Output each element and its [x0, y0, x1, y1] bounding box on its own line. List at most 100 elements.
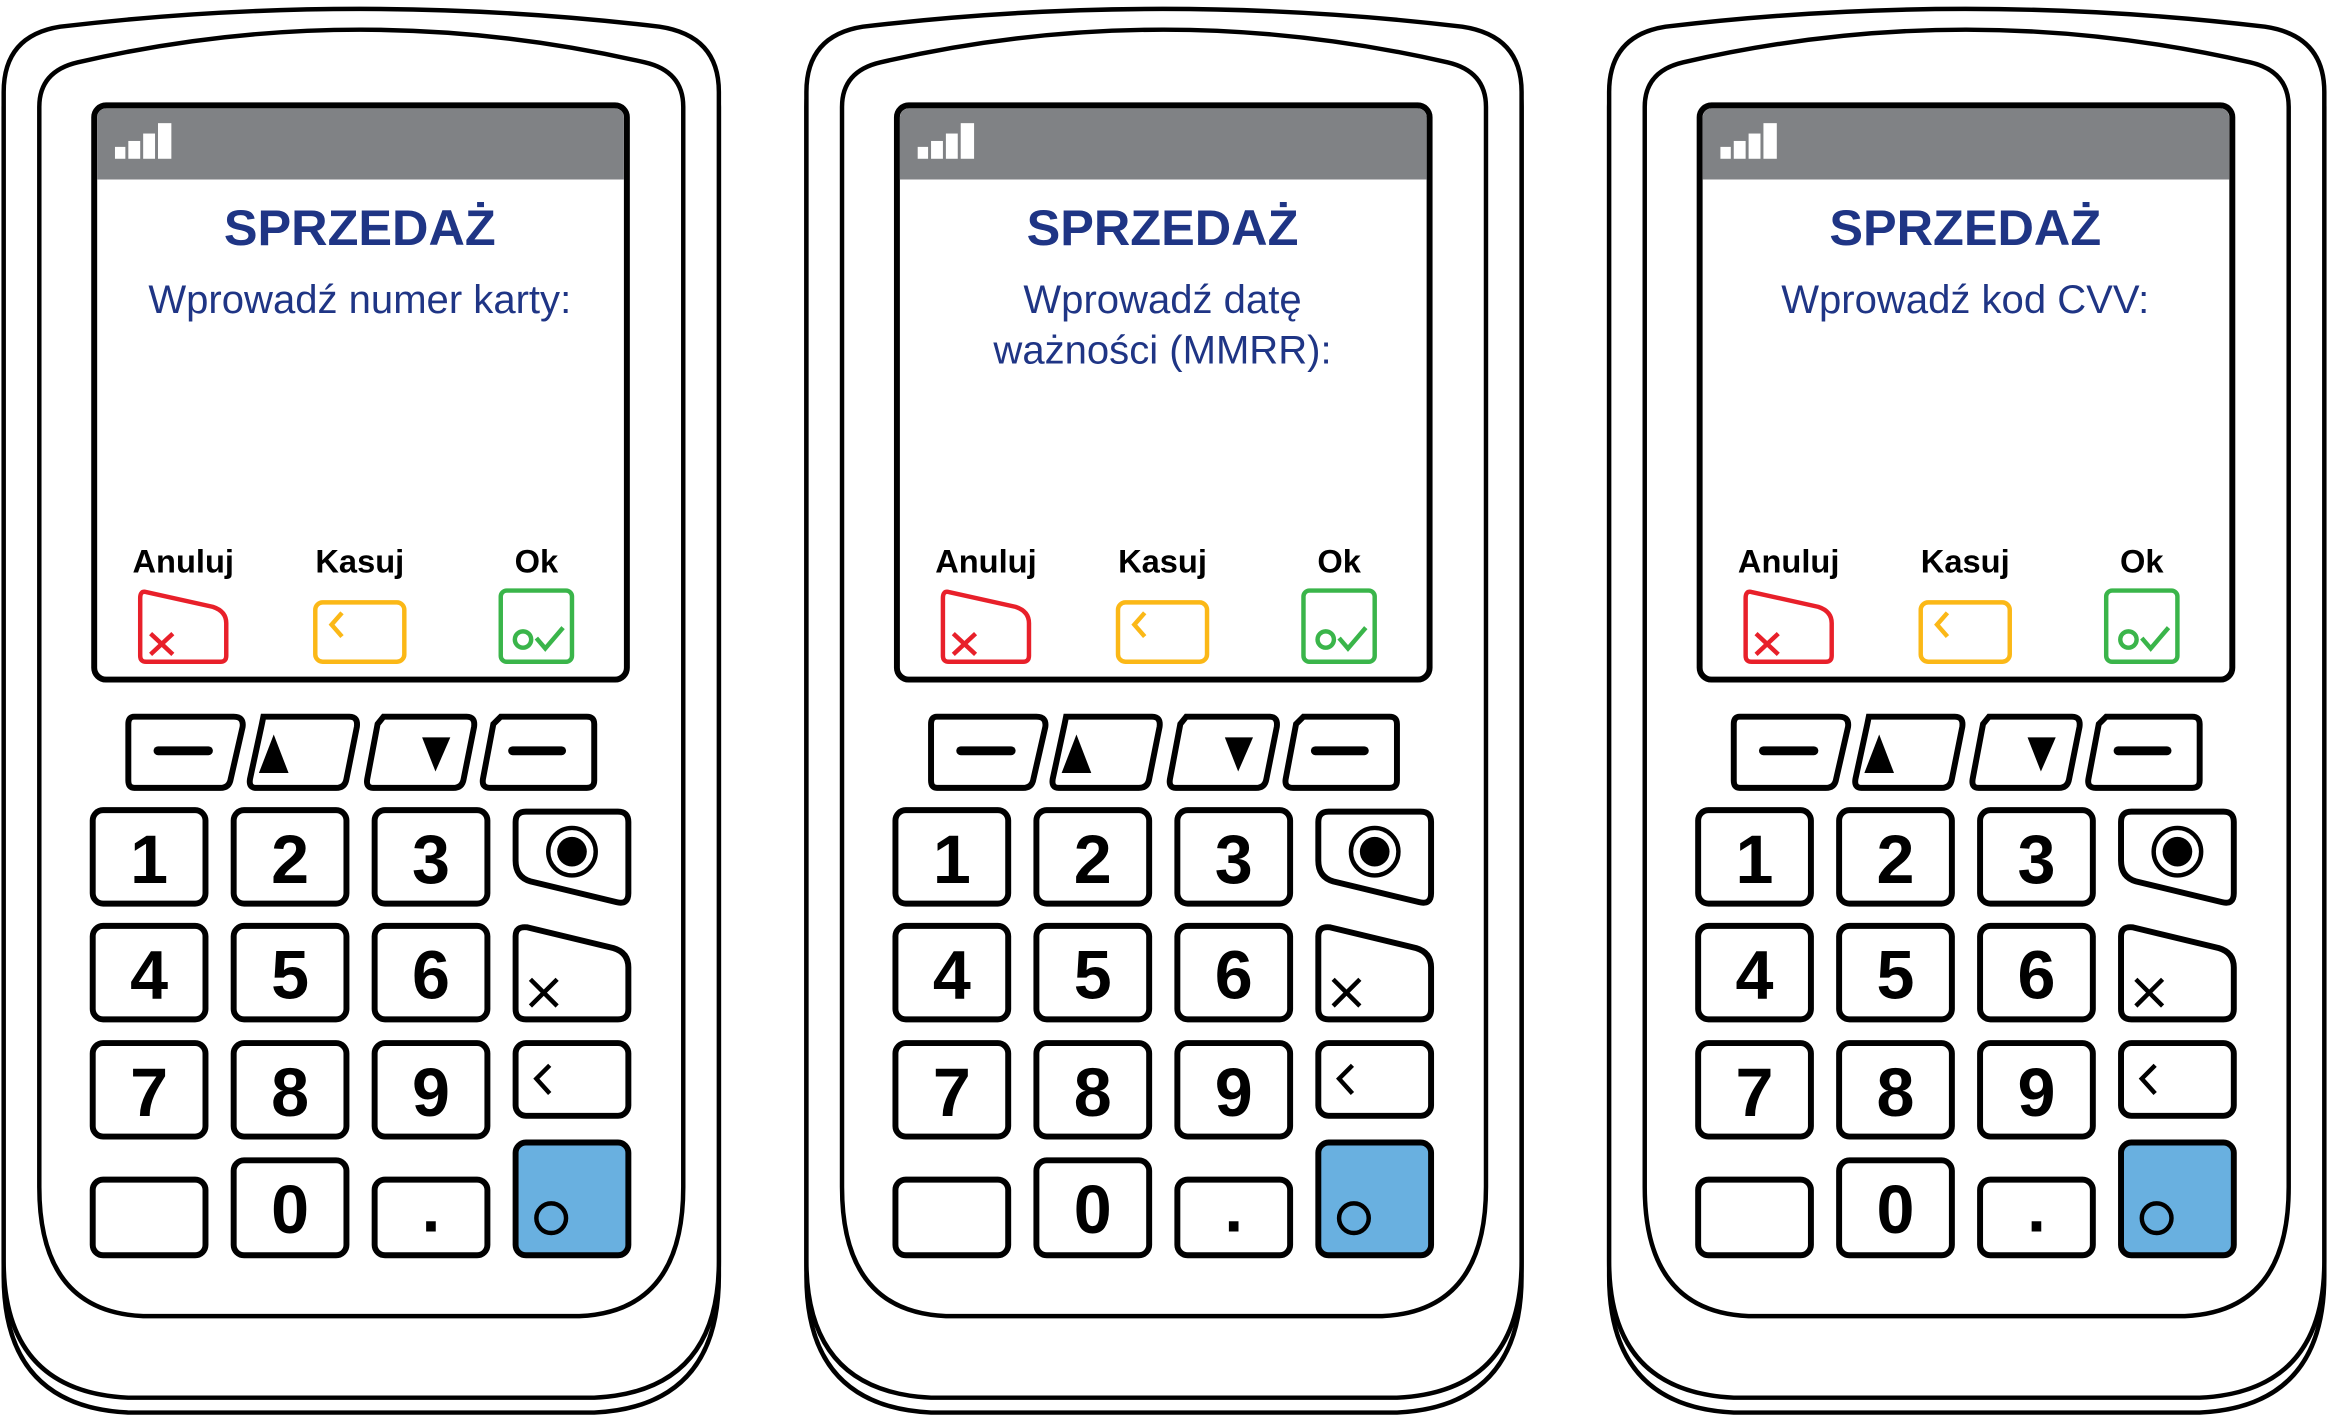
key-label: 9	[1215, 1055, 1253, 1131]
softkey-label-ok: Ok	[1317, 543, 1361, 580]
key-label: 3	[2017, 822, 2055, 898]
key-label: 7	[933, 1055, 971, 1131]
up-key[interactable]	[1852, 713, 1966, 791]
enter-key[interactable]	[512, 1139, 632, 1259]
key-8[interactable]: 8	[1033, 1040, 1153, 1140]
key-label: .	[422, 1171, 441, 1247]
key-dot[interactable]: .	[1977, 1171, 2096, 1259]
key-label: 6	[1215, 938, 1253, 1014]
up-key[interactable]	[246, 713, 361, 791]
screen-prompt: ważności (MMRR):	[992, 329, 1331, 373]
key-9[interactable]: 9	[371, 1040, 491, 1140]
left-function-key[interactable]	[928, 713, 1049, 791]
blank-key[interactable]	[89, 1176, 209, 1259]
key-3[interactable]: 3	[371, 807, 491, 907]
screen-title: SPRZEDAŻ	[224, 199, 496, 256]
down-key[interactable]	[364, 713, 478, 791]
record-icon	[546, 825, 598, 878]
key-label: 3	[412, 822, 450, 898]
key-1[interactable]: 1	[1695, 807, 1814, 907]
key-4[interactable]: 4	[89, 922, 209, 1023]
key-3[interactable]: 3	[1174, 807, 1294, 907]
key-7[interactable]: 7	[1695, 1040, 1814, 1140]
key-label: 3	[1215, 822, 1253, 898]
key-2[interactable]: 2	[1033, 807, 1153, 907]
key-7[interactable]: 7	[892, 1040, 1012, 1140]
key-label: .	[1224, 1171, 1243, 1247]
key-label: 0	[1877, 1172, 1915, 1248]
signal-strength-icon	[1720, 123, 1777, 159]
backspace-key[interactable]	[2118, 1040, 2237, 1119]
key-5[interactable]: 5	[1836, 922, 1955, 1023]
key-label: 7	[130, 1055, 168, 1131]
key-4[interactable]: 4	[1695, 922, 1814, 1023]
key-5[interactable]: 5	[230, 922, 350, 1023]
right-function-key[interactable]	[2085, 713, 2203, 791]
enter-circle-icon	[1336, 1201, 1371, 1236]
backspace-key[interactable]	[512, 1040, 632, 1119]
enter-key[interactable]	[1315, 1139, 1435, 1259]
function-key-circle[interactable]	[512, 808, 632, 906]
backspace-key[interactable]	[1315, 1040, 1435, 1119]
softkey-label-cancel: Anuluj	[1738, 543, 1839, 580]
key-label: 8	[1074, 1055, 1112, 1131]
key-6[interactable]: 6	[371, 922, 491, 1023]
status-bar	[97, 108, 624, 180]
key-8[interactable]: 8	[230, 1040, 350, 1140]
enter-circle-icon	[534, 1201, 569, 1236]
softkey-label-clear: Kasuj	[315, 543, 404, 580]
arrow-down-icon	[1224, 737, 1254, 772]
blank-key[interactable]	[892, 1176, 1012, 1259]
key-dot[interactable]: .	[371, 1171, 491, 1259]
arrow-up-icon	[1061, 734, 1092, 774]
blank-key[interactable]	[1695, 1176, 1814, 1259]
enter-key[interactable]	[2118, 1139, 2237, 1259]
key-1[interactable]: 1	[89, 807, 209, 907]
key-7[interactable]: 7	[89, 1040, 209, 1140]
key-label: 1	[933, 822, 971, 898]
ok-key-icon	[1301, 588, 1377, 664]
key-6[interactable]: 6	[1977, 922, 2096, 1023]
softkey-label-cancel: Anuluj	[935, 543, 1036, 580]
key-1[interactable]: 1	[892, 807, 1012, 907]
backspace-icon	[2138, 1063, 2157, 1096]
key-2[interactable]: 2	[230, 807, 350, 907]
key-4[interactable]: 4	[892, 922, 1012, 1023]
key-9[interactable]: 9	[1977, 1040, 2096, 1140]
key-0[interactable]: 0	[1836, 1157, 1955, 1259]
arrow-down-icon	[2027, 737, 2056, 772]
cancel-key[interactable]	[1315, 924, 1435, 1023]
key-5[interactable]: 5	[1033, 922, 1153, 1023]
enter-circle-icon	[2139, 1201, 2174, 1236]
arrow-up-icon	[258, 734, 289, 774]
key-9[interactable]: 9	[1174, 1040, 1294, 1140]
down-key[interactable]	[1969, 713, 2083, 791]
key-dot[interactable]: .	[1174, 1171, 1294, 1259]
key-2[interactable]: 2	[1836, 807, 1955, 907]
left-function-key[interactable]	[1730, 713, 1852, 791]
left-function-key[interactable]	[125, 713, 246, 791]
cancel-key[interactable]	[512, 924, 632, 1023]
cancel-key[interactable]	[2118, 924, 2237, 1023]
key-6[interactable]: 6	[1174, 922, 1294, 1023]
function-key-circle[interactable]	[1315, 808, 1435, 906]
screen-title: SPRZEDAŻ	[1829, 199, 2101, 256]
key-label: 6	[2017, 938, 2055, 1014]
key-0[interactable]: 0	[230, 1157, 350, 1259]
right-function-key[interactable]	[1282, 713, 1400, 791]
key-0[interactable]: 0	[1033, 1157, 1153, 1259]
key-3[interactable]: 3	[1977, 807, 2096, 907]
key-label: 7	[1736, 1055, 1774, 1131]
down-key[interactable]	[1166, 713, 1280, 791]
key-8[interactable]: 8	[1836, 1040, 1955, 1140]
key-label: 8	[1877, 1055, 1915, 1131]
cancel-x-icon	[528, 977, 559, 1008]
record-icon	[2151, 825, 2204, 878]
right-function-key[interactable]	[479, 713, 598, 791]
cancel-key-icon	[940, 589, 1032, 664]
function-key-circle[interactable]	[2118, 808, 2237, 906]
up-key[interactable]	[1049, 713, 1163, 791]
screen-prompt: Wprowadź numer karty:	[148, 278, 571, 322]
